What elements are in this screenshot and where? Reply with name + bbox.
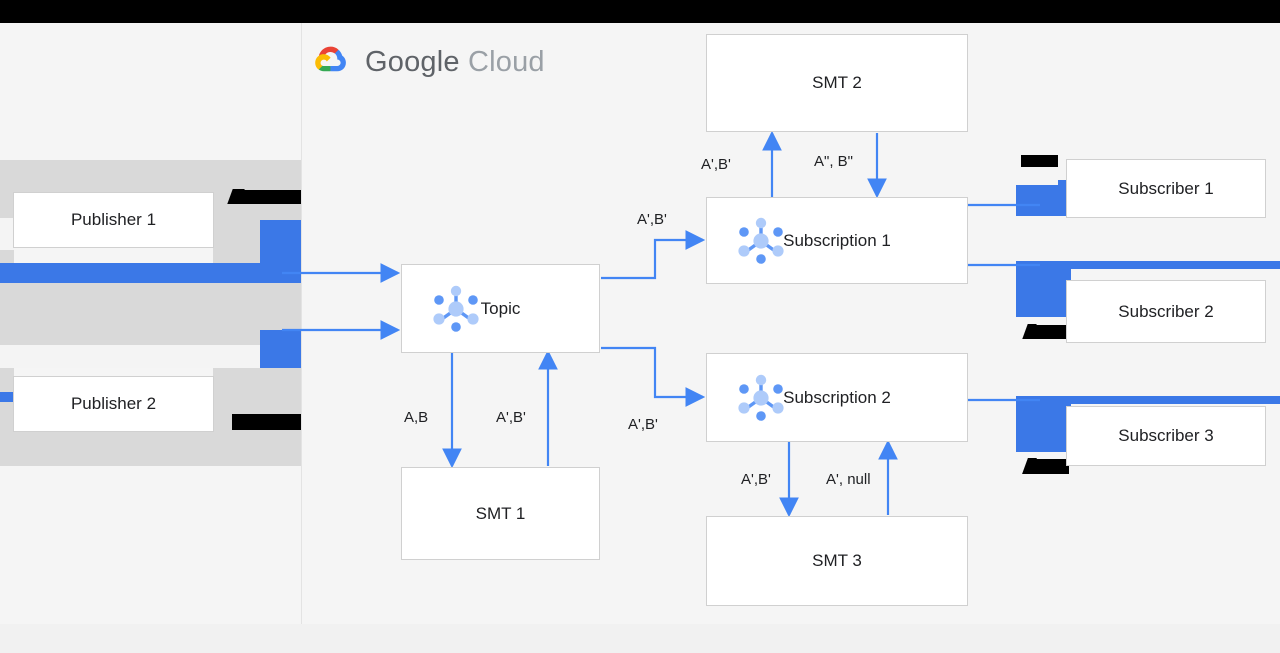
render-artifact-arrowhead <box>1058 180 1071 188</box>
node-smt-2[interactable]: SMT 2 <box>706 34 968 132</box>
redaction-bar <box>236 190 301 204</box>
node-label: Publisher 1 <box>70 210 157 229</box>
edge-label-topic-to-sub2: A',B' <box>628 416 658 433</box>
edge-label-smt3-to-sub2: A', null <box>826 471 871 488</box>
redaction-bar <box>232 414 301 430</box>
render-artifact-arrowhead <box>1016 261 1071 317</box>
node-label: Subscriber 2 <box>1118 301 1214 321</box>
pubsub-icon <box>733 215 789 267</box>
node-label: Publisher 2 <box>70 394 157 413</box>
node-publisher-1[interactable]: Publisher 1 <box>13 192 214 248</box>
node-label: Subscription 1 <box>783 230 891 250</box>
wordmark-google: Google <box>365 46 460 78</box>
window-title-bar <box>0 0 1280 23</box>
render-artifact-band <box>0 283 301 345</box>
wordmark-cloud: Cloud <box>467 46 545 78</box>
node-label: Subscriber 3 <box>1118 426 1214 445</box>
node-label: Subscriber 1 <box>1118 178 1214 198</box>
render-artifact-arrowhead <box>260 220 301 283</box>
pubsub-icon <box>733 372 789 424</box>
render-artifact-arrowhead <box>1016 396 1071 452</box>
google-cloud-wordmark: Google Cloud <box>365 45 545 79</box>
render-artifact-arrowhead <box>0 392 14 402</box>
render-artifact-band <box>0 368 14 392</box>
redaction-bar <box>1029 459 1069 474</box>
edge-label-sub1-to-smt2: A',B' <box>701 156 731 173</box>
redaction-bar <box>1021 155 1058 167</box>
node-smt-1[interactable]: SMT 1 <box>401 467 600 560</box>
node-label: Topic <box>480 298 521 318</box>
google-cloud-logo <box>310 40 354 82</box>
edge-label-topic-to-sub1: A',B' <box>637 211 667 228</box>
edge-label-smt2-to-sub1: A", B" <box>814 153 853 170</box>
node-label: SMT 3 <box>812 551 862 570</box>
render-artifact-band <box>0 218 14 250</box>
node-label: Subscription 2 <box>783 387 891 407</box>
node-subscriber-3[interactable]: Subscriber 3 <box>1066 406 1266 466</box>
render-artifact-arrowhead <box>1016 396 1280 404</box>
node-label: SMT 1 <box>475 503 526 523</box>
node-publisher-2[interactable]: Publisher 2 <box>13 376 214 432</box>
edge-label-sub2-to-smt3: A',B' <box>741 471 771 488</box>
node-subscription-2[interactable]: Subscription 2 <box>706 353 968 442</box>
render-artifact-arrowhead <box>0 263 301 283</box>
node-smt-3[interactable]: SMT 3 <box>706 516 968 606</box>
render-artifact-arrowhead <box>1069 261 1280 269</box>
redaction-bar <box>1029 325 1069 339</box>
node-label: SMT 2 <box>812 73 862 92</box>
node-subscriber-1[interactable]: Subscriber 1 <box>1066 159 1266 218</box>
render-artifact-band <box>0 345 301 368</box>
node-topic[interactable]: Topic <box>401 264 600 353</box>
render-artifact-arrowhead <box>1016 185 1071 216</box>
render-artifact-band <box>213 368 301 402</box>
edge-label-topic-to-smt1: A,B <box>404 409 429 426</box>
pubsub-icon <box>428 283 484 335</box>
bottom-strip <box>0 624 1280 653</box>
edge-label-smt1-to-topic: A',B' <box>496 409 526 426</box>
node-subscriber-2[interactable]: Subscriber 2 <box>1066 280 1266 343</box>
node-subscription-1[interactable]: Subscription 1 <box>706 197 968 284</box>
